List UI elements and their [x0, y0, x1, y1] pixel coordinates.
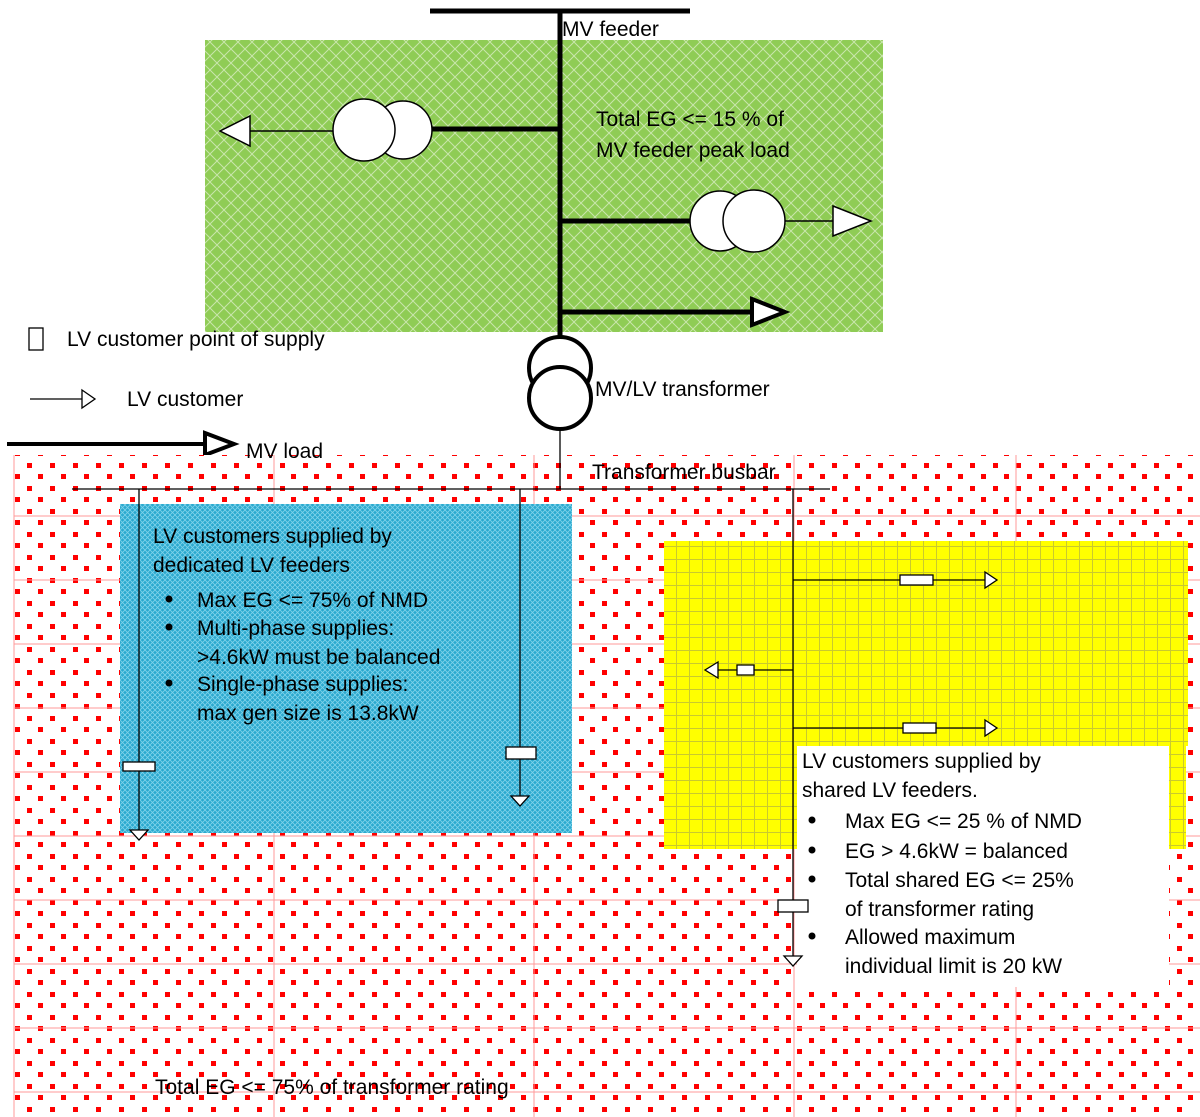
lv-customer-arrow-left-icon [218, 114, 251, 148]
shared-bullet-4-line-2: individual limit is 20 kW [845, 955, 1062, 978]
shared-title-line-1: LV customers supplied by [802, 750, 1041, 773]
shared-feeders-box [664, 541, 1188, 746]
dedicated-bullet-3-line-2: max gen size is 13.8kW [197, 702, 419, 725]
lv-customer-arrow-down-icon [509, 795, 531, 807]
lv-customer-arrow-down-icon [782, 955, 804, 967]
dedicated-bullet-3-line-1: Single-phase supplies: [197, 673, 408, 696]
lv-customer-arrow-icon [984, 718, 999, 738]
legend-point-of-supply-label: LV customer point of supply [67, 328, 325, 351]
mv-feeder-label: MV feeder [562, 18, 659, 41]
dedicated-title-line-1: LV customers supplied by [153, 525, 392, 548]
lv-customer-arrow-icon [984, 570, 999, 590]
dedicated-feeders-box [120, 504, 572, 833]
mv-lv-transformer-winding-bottom [527, 365, 593, 431]
dedicated-bullet-1-line-1: Max EG <= 75% of NMD [197, 589, 428, 612]
point-of-supply-icon [902, 722, 937, 734]
point-of-supply-icon [28, 327, 44, 351]
bullet-icon [808, 875, 816, 883]
dedicated-bullet-2-line-2: >4.6kW must be balanced [197, 646, 440, 669]
legend-lv-customer-label: LV customer [127, 388, 243, 411]
shared-text-panel [797, 746, 1169, 987]
legend-lv-customer-arrow-icon [81, 388, 97, 410]
point-of-supply-icon [899, 574, 934, 586]
bullet-icon [165, 623, 173, 631]
shared-bullet-4-line-1: Allowed maximum [845, 926, 1015, 949]
mv-feeder-region [205, 40, 883, 332]
transformer-busbar-label: Transformer busbar [592, 461, 776, 484]
point-of-supply-icon [777, 899, 809, 913]
total-eg-label: Total EG <= 75% of transformer rating [155, 1076, 509, 1099]
bullet-icon [808, 816, 816, 824]
mv-right-transformer-winding-b [722, 189, 786, 253]
legend-mv-load-arrow-icon [203, 430, 240, 458]
shared-bullet-3-line-1: Total shared EG <= 25% [845, 869, 1074, 892]
bullet-icon [165, 679, 173, 687]
shared-bullet-2-line-1: EG > 4.6kW = balanced [845, 840, 1068, 863]
dedicated-bullet-2-line-1: Multi-phase supplies: [197, 617, 394, 640]
mv-eg-limit-line-1: Total EG <= 15 % of [596, 108, 784, 131]
bullet-icon [165, 595, 173, 603]
point-of-supply-icon [122, 761, 156, 772]
mv-load-label: MV load [246, 440, 323, 463]
point-of-supply-icon [736, 664, 755, 676]
mv-eg-limit-line-2: MV feeder peak load [596, 139, 790, 162]
lv-customer-arrow-right-icon [832, 204, 874, 238]
mv-lv-transformer-label: MV/LV transformer [595, 378, 770, 401]
shared-bullet-3-line-2: of transformer rating [845, 898, 1034, 921]
bullet-icon [808, 932, 816, 940]
shared-bullet-1-line-1: Max EG <= 25 % of NMD [845, 810, 1082, 833]
bullet-icon [808, 846, 816, 854]
lv-customer-arrow-down-icon [128, 829, 150, 841]
mv-left-transformer-winding-a [332, 98, 396, 162]
dedicated-title-line-2: dedicated LV feeders [153, 554, 350, 577]
shared-title-line-2: shared LV feeders. [802, 779, 978, 802]
lv-customer-arrow-left-icon [703, 660, 719, 680]
mv-load-arrow-icon [750, 296, 791, 328]
point-of-supply-icon [505, 746, 537, 760]
